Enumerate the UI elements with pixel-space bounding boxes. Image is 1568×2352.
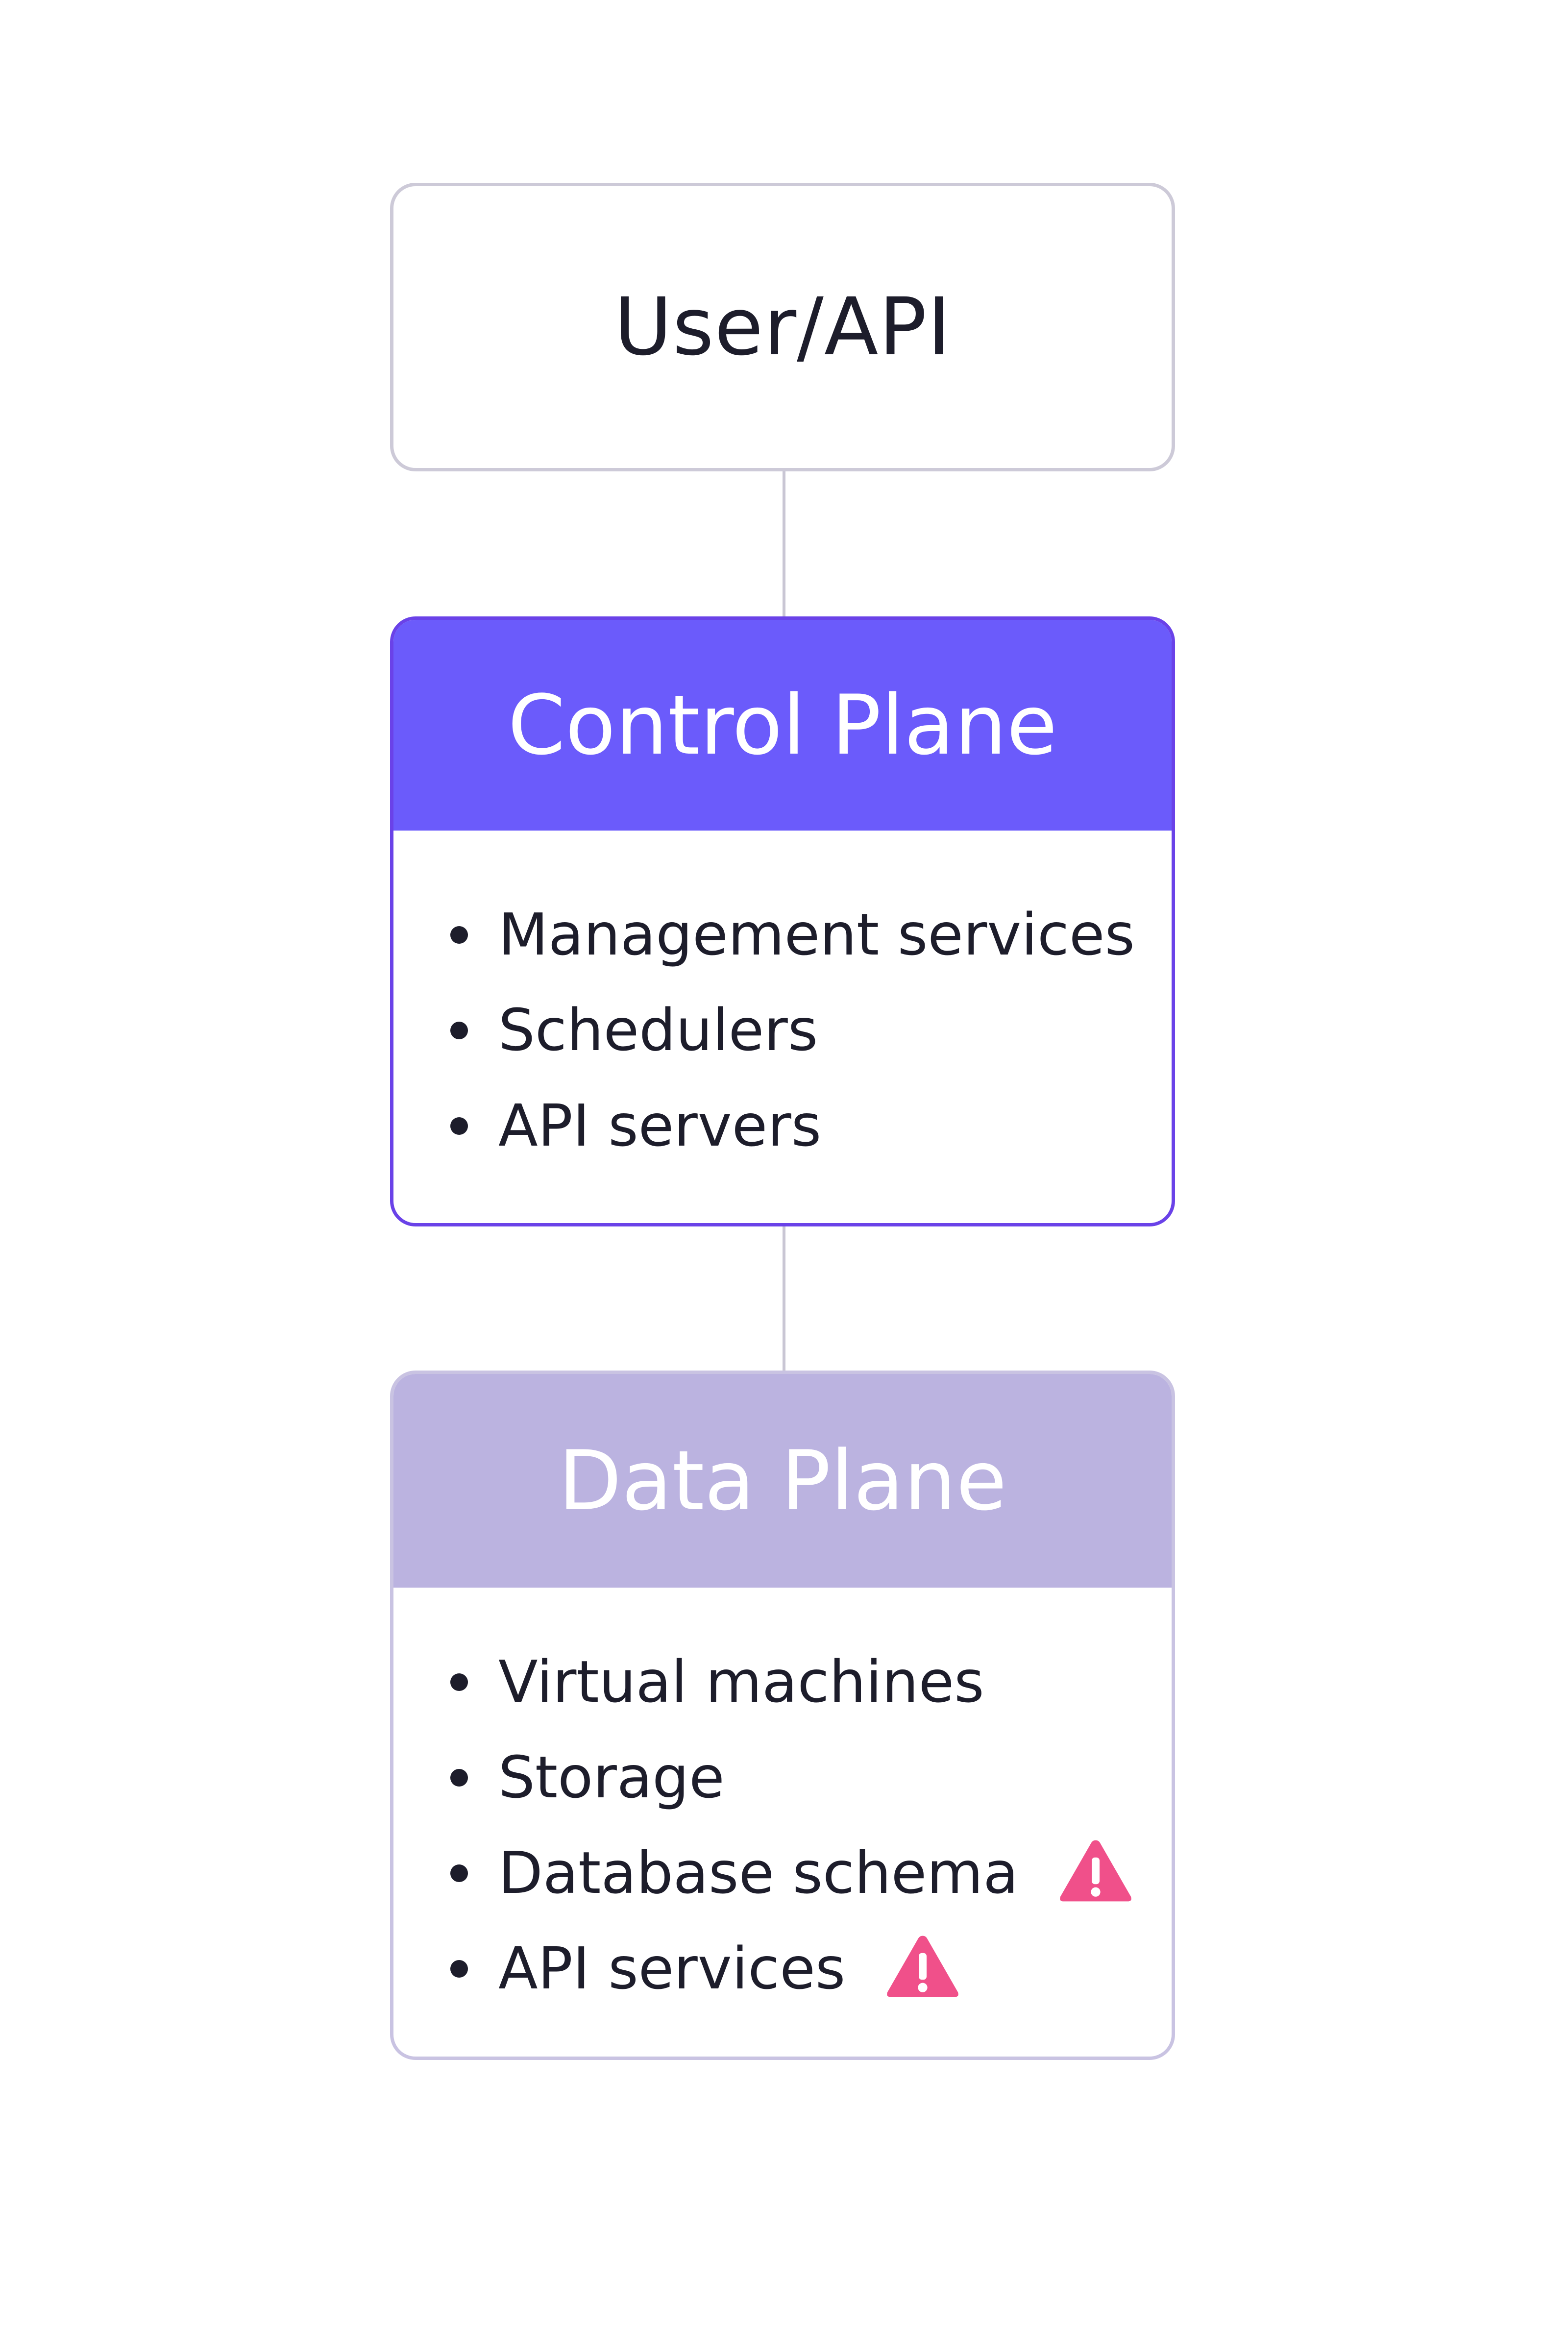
bullet-icon bbox=[450, 1768, 468, 1787]
bullet-icon bbox=[450, 1673, 468, 1691]
list-item-label: Virtual machines bbox=[498, 1648, 984, 1715]
data-plane-list: Virtual machines Storage Database schema… bbox=[393, 1588, 1172, 2016]
list-item: API servers bbox=[393, 1078, 1172, 1174]
connector-control-data bbox=[783, 1226, 785, 1371]
control-plane-title: Control Plane bbox=[508, 677, 1057, 773]
list-item: API services bbox=[393, 1921, 1172, 2016]
list-item-label: Storage bbox=[498, 1743, 725, 1811]
control-plane-header: Control Plane bbox=[393, 620, 1172, 831]
list-item-label: Schedulers bbox=[498, 996, 818, 1064]
bullet-icon bbox=[450, 1960, 468, 1978]
list-item: Database schema bbox=[393, 1825, 1172, 1921]
list-item: Virtual machines bbox=[393, 1634, 1172, 1730]
list-item-label: Database schema bbox=[498, 1839, 1019, 1907]
control-plane-list: Management services Schedulers API serve… bbox=[393, 831, 1172, 1174]
list-item: Schedulers bbox=[393, 982, 1172, 1078]
bullet-icon bbox=[450, 1021, 468, 1039]
control-plane-box: Control Plane Management services Schedu… bbox=[390, 616, 1175, 1226]
warning-icon bbox=[887, 1936, 958, 1997]
bullet-icon bbox=[450, 926, 468, 944]
user-api-label: User/API bbox=[613, 281, 952, 373]
list-item-label: API services bbox=[498, 1935, 846, 2002]
list-item: Management services bbox=[393, 887, 1172, 982]
bullet-icon bbox=[450, 1117, 468, 1135]
connector-user-control bbox=[783, 471, 785, 616]
user-api-box: User/API bbox=[390, 183, 1175, 471]
data-plane-title: Data Plane bbox=[558, 1433, 1007, 1529]
warning-icon bbox=[1060, 1840, 1131, 1902]
list-item-label: Management services bbox=[498, 901, 1135, 968]
data-plane-header: Data Plane bbox=[393, 1374, 1172, 1588]
data-plane-box: Data Plane Virtual machines Storage Data… bbox=[390, 1371, 1175, 2060]
list-item-label: API servers bbox=[498, 1092, 822, 1159]
list-item: Storage bbox=[393, 1730, 1172, 1825]
bullet-icon bbox=[450, 1864, 468, 1882]
